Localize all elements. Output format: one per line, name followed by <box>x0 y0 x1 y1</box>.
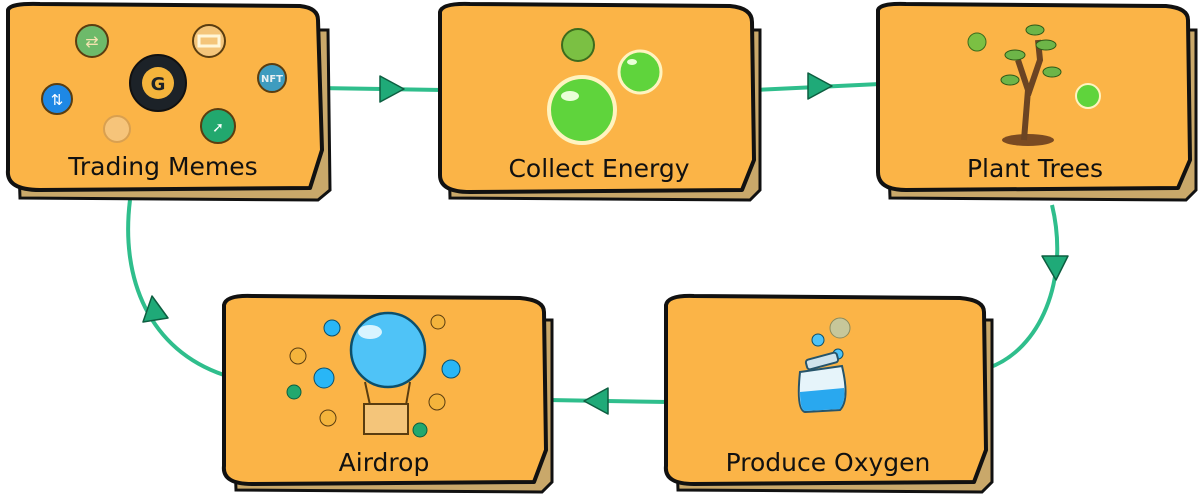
arrow-down-icon <box>1041 255 1069 281</box>
oxygen-jar-icon <box>797 317 851 414</box>
connectors <box>126 72 1069 415</box>
energy-orbs-icon <box>547 28 663 145</box>
step-trading-memes: ⇄ G NFT ⇅ ➚ Trading Memes <box>5 1 332 202</box>
step-label: Airdrop <box>339 448 430 477</box>
tree-icon <box>1000 24 1062 146</box>
step-plant-trees: Plant Trees <box>876 1 1198 202</box>
bridge-coin-icon <box>192 24 226 58</box>
arrow-right-icon <box>379 75 405 103</box>
chart-coin-icon <box>103 115 131 143</box>
step-airdrop: Airdrop <box>221 293 554 494</box>
arrow-up-icon <box>142 295 169 323</box>
step-produce-oxygen: Produce Oxygen <box>663 293 994 494</box>
step-label: Produce Oxygen <box>726 448 931 477</box>
svg-text:➚: ➚ <box>212 120 224 136</box>
step-collect-energy: Collect Energy <box>438 1 762 202</box>
connector-trees-to-oxygen <box>987 204 1060 370</box>
arrow-right-icon <box>807 72 833 100</box>
airdrop-coins-icon <box>286 314 461 438</box>
svg-text:⇅: ⇅ <box>51 91 64 109</box>
balloon-icon <box>349 311 427 435</box>
rocket-coin-icon <box>200 108 236 144</box>
energy-orb-icon <box>967 32 987 52</box>
connector-airdrop-to-trading <box>126 199 225 377</box>
energy-orb-icon <box>1075 83 1101 109</box>
swap-coin-icon <box>75 24 109 58</box>
exchange-coin-icon <box>41 83 73 115</box>
nft-coin-icon <box>257 63 287 93</box>
step-label: Plant Trees <box>967 154 1103 183</box>
svg-text:⇄: ⇄ <box>85 32 98 51</box>
svg-text:G: G <box>151 74 166 95</box>
arrow-left-icon <box>583 387 609 415</box>
svg-text:NFT: NFT <box>261 74 283 85</box>
step-label: Collect Energy <box>508 154 689 183</box>
step-label: Trading Memes <box>67 152 257 181</box>
